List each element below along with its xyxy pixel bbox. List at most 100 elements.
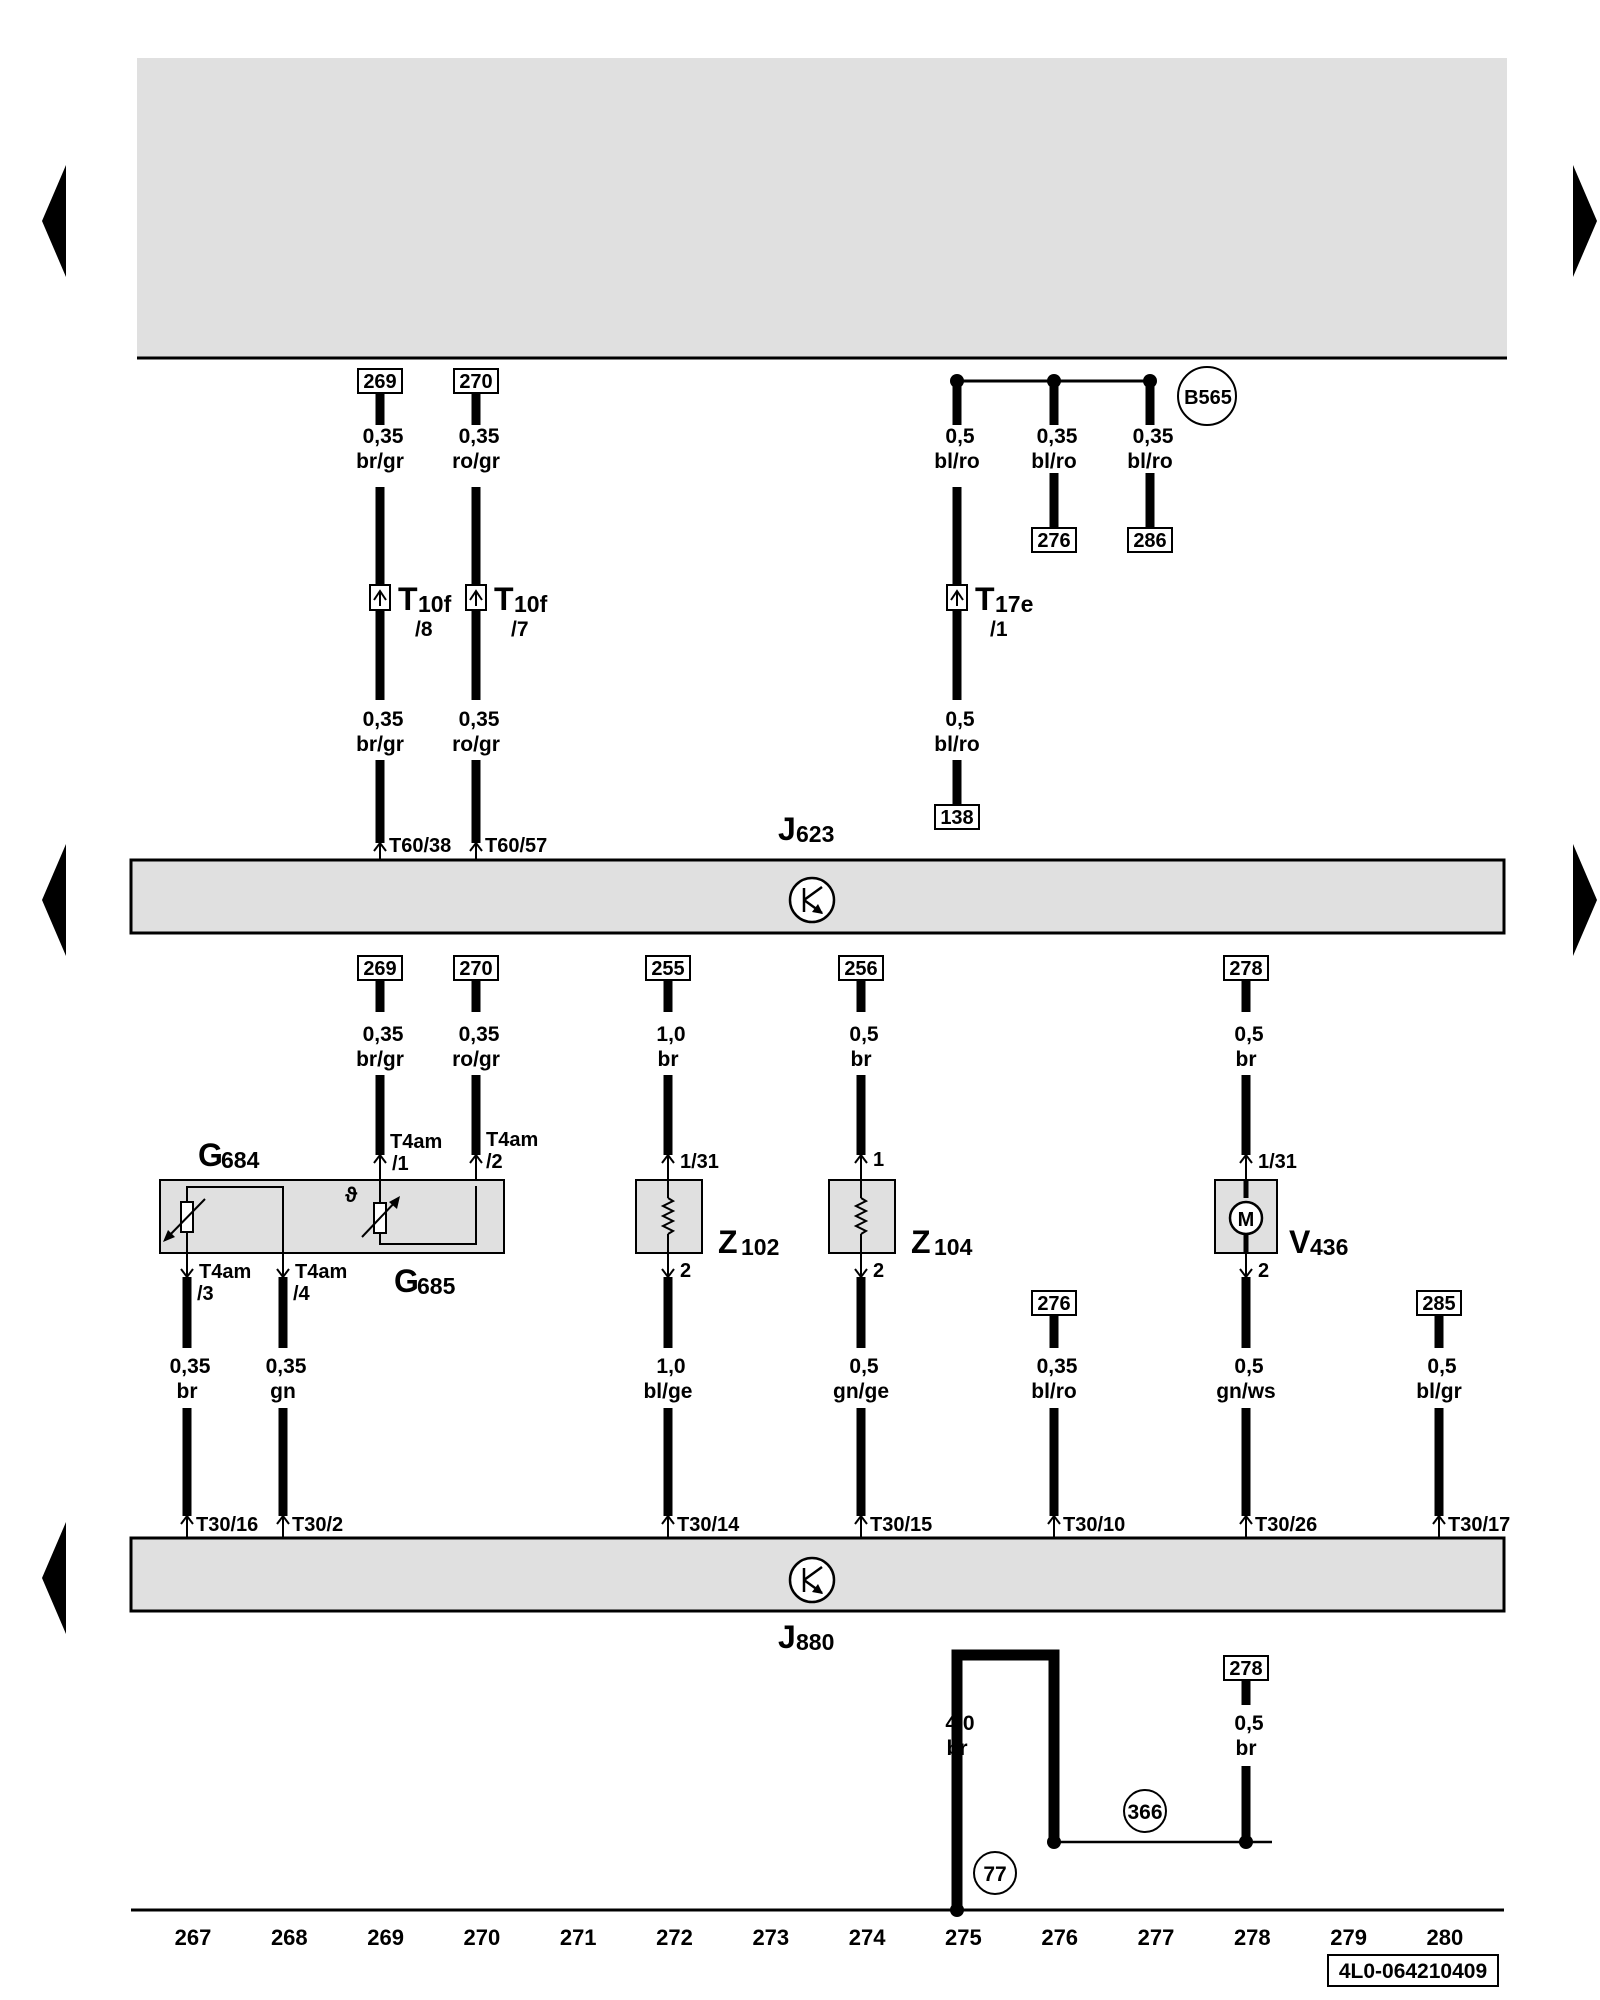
wire-color: bl/gr (1416, 1380, 1462, 1403)
g685-sub: 685 (417, 1273, 456, 1299)
doc-number: 4L0-064210409 (1339, 1960, 1487, 1983)
column-number: 276 (1041, 1925, 1078, 1950)
ref-label: 286 (1133, 530, 1166, 552)
heater-icon (660, 1180, 676, 1253)
connector-t17e-1 (946, 584, 968, 611)
ref-box[interactable] (453, 368, 499, 394)
g684-letter: G (198, 1137, 223, 1173)
ref-box[interactable] (645, 955, 691, 981)
pin-label: 1 (873, 1149, 884, 1171)
temperature-sensor-icon (361, 1180, 477, 1245)
ref-box[interactable] (1031, 527, 1077, 553)
pin-marks-z104 (854, 1153, 868, 1279)
doc-number-box (1327, 1954, 1499, 1987)
v436-sub: 436 (1310, 1234, 1348, 1260)
j623-letter: J (778, 811, 796, 847)
ref-box[interactable] (1127, 527, 1173, 553)
column-number: 275 (945, 1925, 982, 1950)
ref-box[interactable] (934, 804, 980, 830)
wire-color: br (851, 1048, 872, 1071)
connector-t10f-8-sub: 10f (418, 591, 452, 617)
wire-size: 0,35 (266, 1355, 307, 1378)
connector-t10f-7-sub: 10f (514, 591, 548, 617)
upstream-area (137, 58, 1507, 358)
pin-label: 2 (873, 1260, 884, 1282)
column-number: 269 (367, 1925, 404, 1950)
connector-t10f-8 (369, 584, 391, 611)
ref-box[interactable] (1031, 1290, 1077, 1316)
j623-sub: 623 (796, 821, 834, 847)
ref-box[interactable] (1223, 1655, 1269, 1681)
ref-label: 256 (844, 958, 877, 980)
wire-color: bl/ro (934, 450, 980, 473)
pin-label: 2 (1258, 1260, 1269, 1282)
page-back-arrow-top[interactable] (42, 165, 66, 277)
wire-size: 0,35 (1133, 425, 1174, 448)
wire-color: gn/ge (833, 1380, 889, 1403)
ref-box[interactable] (453, 955, 499, 981)
column-number: 267 (175, 1925, 212, 1950)
wire-size: 0,35 (459, 708, 500, 731)
wire-color: bl/ro (1031, 1380, 1077, 1403)
ref-box[interactable] (838, 955, 884, 981)
transistor-icon (788, 876, 836, 924)
j880-sub: 880 (796, 1629, 834, 1655)
wire-color: bl/ro (934, 733, 980, 756)
z102-sub: 102 (741, 1234, 779, 1260)
g685-letter: G (394, 1263, 419, 1299)
pin-label: T4am (295, 1261, 347, 1283)
wire-size: 0,5 (945, 425, 975, 448)
pin-label: /2 (486, 1151, 503, 1173)
v436-letter: V (1289, 1224, 1311, 1260)
wire-color: br (947, 1737, 968, 1760)
column-number: 280 (1427, 1925, 1464, 1950)
t4am-upper-pins (373, 1153, 483, 1186)
wire-color: ro/gr (452, 450, 500, 473)
page-forward-arrow-middle[interactable] (1573, 844, 1597, 956)
wire-color: ro/gr (452, 733, 500, 756)
ref-label: 270 (459, 371, 492, 393)
wire-color: br/gr (356, 1048, 404, 1071)
ref-label: 276 (1037, 530, 1070, 552)
ref-label: 278 (1229, 958, 1262, 980)
t4am-lower-pins (180, 1253, 290, 1279)
wire-size: 0,35 (363, 1023, 404, 1046)
wire-color: gn/ws (1216, 1380, 1276, 1403)
ref-box[interactable] (1223, 955, 1269, 981)
page-back-arrow-bottom[interactable] (42, 1522, 66, 1634)
ref-label: 270 (459, 958, 492, 980)
splice-b565-circle (1177, 366, 1237, 426)
connector-t10f-8-pin: /8 (415, 618, 433, 641)
connector-t10f-7-pin: /7 (511, 618, 529, 641)
column-number: 278 (1234, 1925, 1271, 1950)
ref-box[interactable] (1416, 1290, 1462, 1316)
pin-label: T60/38 (389, 835, 451, 857)
pin-marks-v436 (1239, 1153, 1253, 1279)
pin-label: T30/14 (677, 1514, 740, 1536)
connector-t10f-7-letter: T (494, 581, 514, 617)
wire-size: 0,35 (1037, 1355, 1078, 1378)
page-forward-arrow-top[interactable] (1573, 165, 1597, 277)
wire-size: 0,35 (170, 1355, 211, 1378)
wire-color: br/gr (356, 450, 404, 473)
pin-label: /1 (392, 1153, 409, 1175)
j880-pin-marks (180, 1514, 1446, 1538)
connector-t10f-8-letter: T (398, 581, 418, 617)
wire-color: gn (270, 1380, 296, 1403)
column-number: 279 (1330, 1925, 1367, 1950)
wire-size: 0,35 (459, 425, 500, 448)
motor-symbol: M (1238, 1209, 1255, 1231)
ref-label: 255 (651, 958, 684, 980)
page-back-arrow-middle[interactable] (42, 844, 66, 956)
wire-color: br (658, 1048, 679, 1071)
middle-wiring (182, 980, 1444, 1516)
pin-label: T4am (199, 1261, 251, 1283)
ref-box[interactable] (357, 368, 403, 394)
wire-color: br (1236, 1737, 1257, 1760)
sensor-g684-g685-housing[interactable] (159, 1179, 505, 1254)
z102-letter: Z (718, 1224, 738, 1260)
pin-label: 1/31 (1258, 1151, 1297, 1173)
ref-box[interactable] (357, 955, 403, 981)
